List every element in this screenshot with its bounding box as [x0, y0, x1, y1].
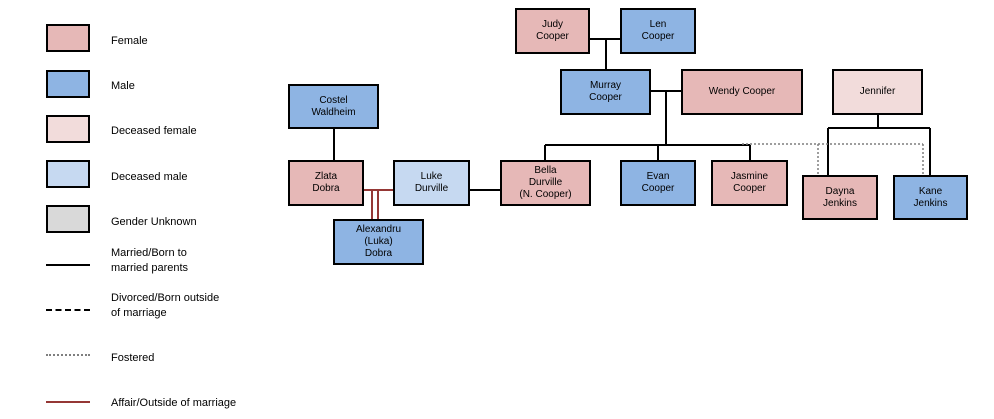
legend-swatch-male — [46, 70, 90, 98]
legend-label-deceased-female: Deceased female — [111, 125, 197, 137]
person-wendy-cooper: Wendy Cooper — [681, 69, 803, 115]
person-bella-durville: Bella Durville (N. Cooper) — [500, 160, 591, 206]
legend-swatch-deceased-male — [46, 160, 90, 188]
person-evan-cooper: Evan Cooper — [620, 160, 696, 206]
person-jennifer: Jennifer — [832, 69, 923, 115]
legend-line-divorced — [46, 309, 90, 311]
person-dayna-jenkins: Dayna Jenkins — [802, 175, 878, 220]
legend-line-fostered — [46, 354, 90, 356]
legend-swatch-gender-unknown — [46, 205, 90, 233]
legend-swatch-deceased-female — [46, 115, 90, 143]
person-luke-durville: Luke Durville — [393, 160, 470, 206]
legend-label-gender-unknown: Gender Unknown — [111, 216, 197, 228]
legend-line-married — [46, 264, 90, 266]
legend-label-deceased-male: Deceased male — [111, 171, 188, 183]
legend-label-divorced: Divorced/Born outside of marriage — [111, 292, 220, 319]
person-kane-jenkins: Kane Jenkins — [893, 175, 968, 220]
person-len-cooper: Len Cooper — [620, 8, 696, 54]
person-alexandru-dobra: Alexandru (Luka) Dobra — [333, 219, 424, 265]
legend-label-female: Female — [111, 35, 148, 47]
legend-label-male: Male — [111, 80, 135, 92]
legend-label-affair: Affair/Outside of marriage — [111, 397, 237, 409]
legend-label-fostered: Fostered — [111, 352, 155, 364]
legend-label-married: Married/Born to married parents — [111, 247, 189, 274]
legend-swatch-female — [46, 24, 90, 52]
person-murray-cooper: Murray Cooper — [560, 69, 651, 115]
person-jasmine-cooper: Jasmine Cooper — [711, 160, 788, 206]
person-zlata-dobra: Zlata Dobra — [288, 160, 364, 206]
person-costel-waldheim: Costel Waldheim — [288, 84, 379, 129]
legend-line-affair — [46, 401, 90, 403]
person-judy-cooper: Judy Cooper — [515, 8, 590, 54]
